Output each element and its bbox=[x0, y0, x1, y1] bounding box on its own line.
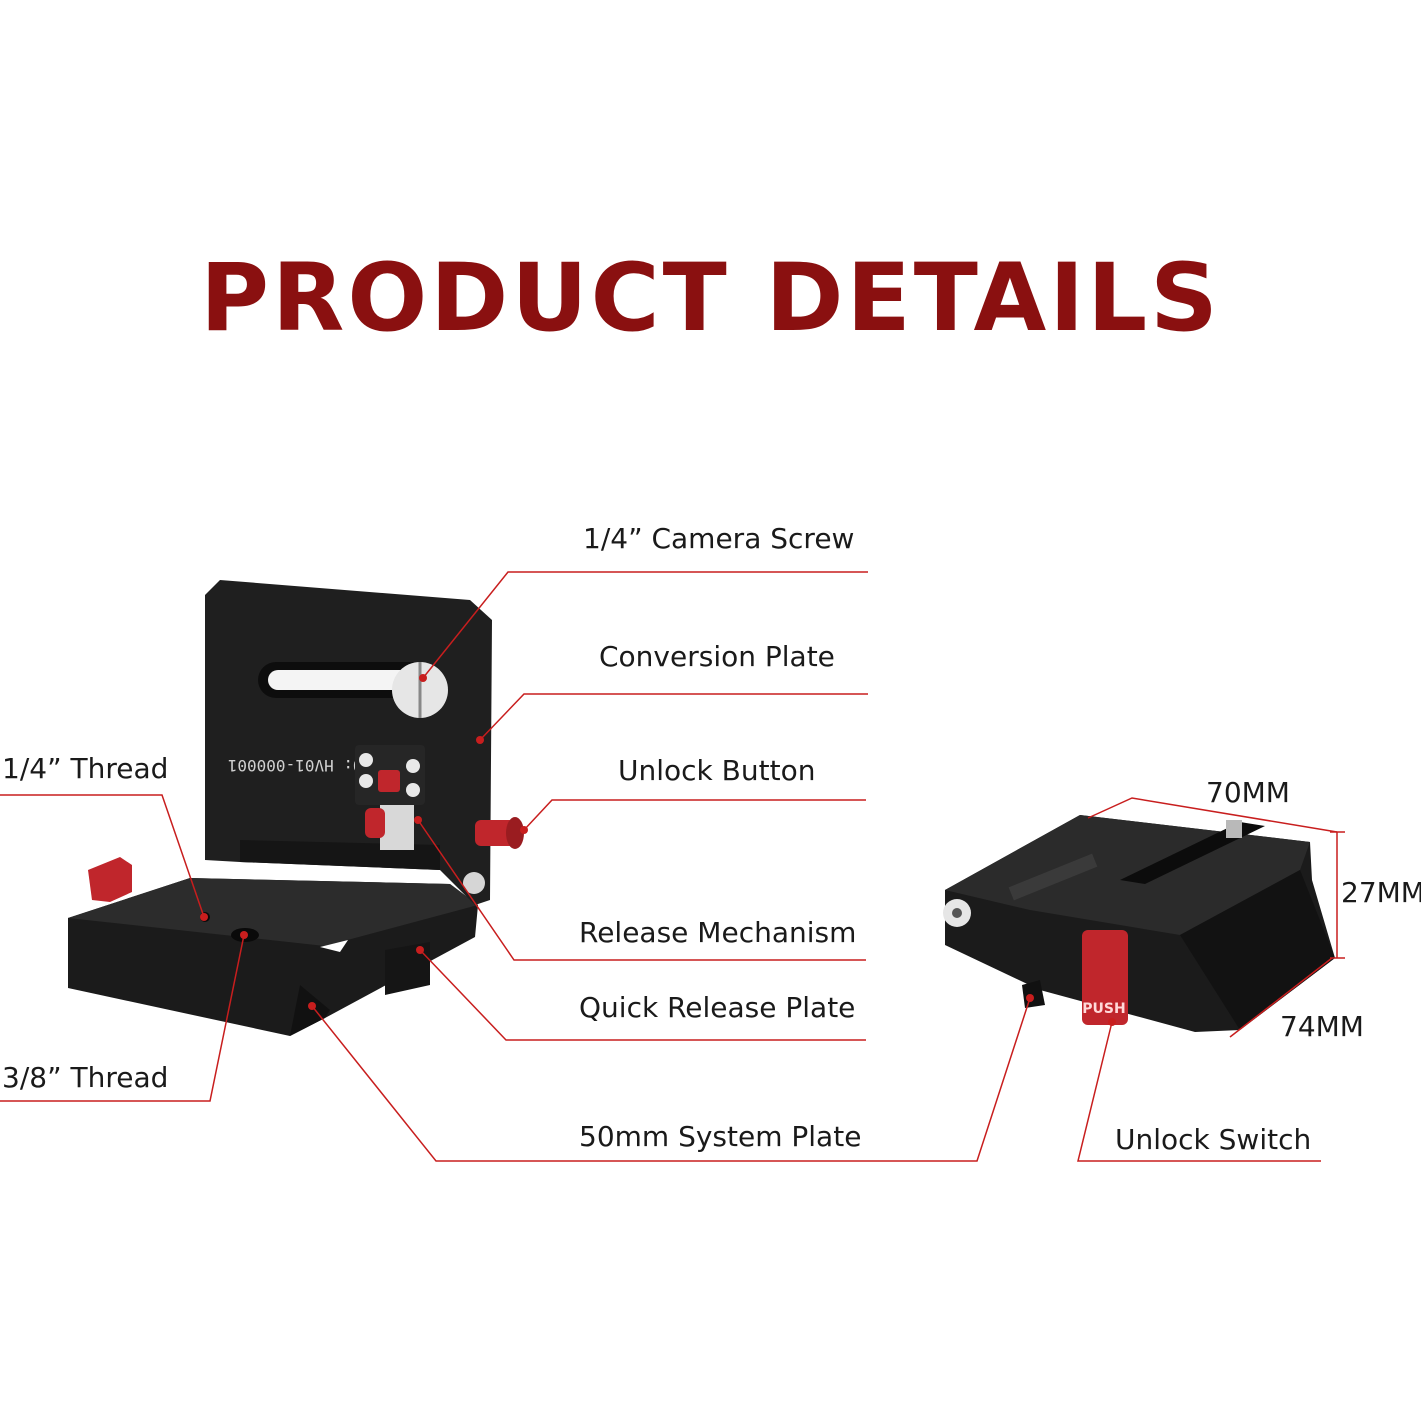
label-unlock-button: Unlock Button bbox=[618, 754, 816, 787]
label-unlock-switch: Unlock Switch bbox=[1115, 1123, 1312, 1156]
page-title: PRODUCT DETAILS bbox=[200, 244, 1221, 353]
dimension-lines bbox=[1087, 797, 1345, 1038]
dimension-width: 70MM bbox=[1206, 776, 1290, 809]
serial-marking: NO: HV01-000001 bbox=[228, 756, 373, 775]
right-product-image: PUSH bbox=[943, 815, 1335, 1032]
label-quick-release-plate: Quick Release Plate bbox=[579, 991, 856, 1024]
label-conversion-plate: Conversion Plate bbox=[599, 640, 835, 673]
label-three-eighths-thread: 3/8” Thread bbox=[2, 1061, 169, 1094]
label-quarter-thread: 1/4” Thread bbox=[2, 752, 169, 785]
push-marking: PUSH bbox=[1082, 1001, 1125, 1017]
label-camera-screw: 1/4” Camera Screw bbox=[583, 522, 855, 555]
left-product-image: NO: HV01-000001 bbox=[68, 580, 524, 1036]
label-release-mechanism: Release Mechanism bbox=[579, 916, 857, 949]
dimension-height: 27MM bbox=[1341, 876, 1421, 909]
dimension-depth: 74MM bbox=[1280, 1010, 1364, 1043]
leader-lines bbox=[0, 571, 1321, 1162]
label-system-plate: 50mm System Plate bbox=[579, 1120, 862, 1153]
